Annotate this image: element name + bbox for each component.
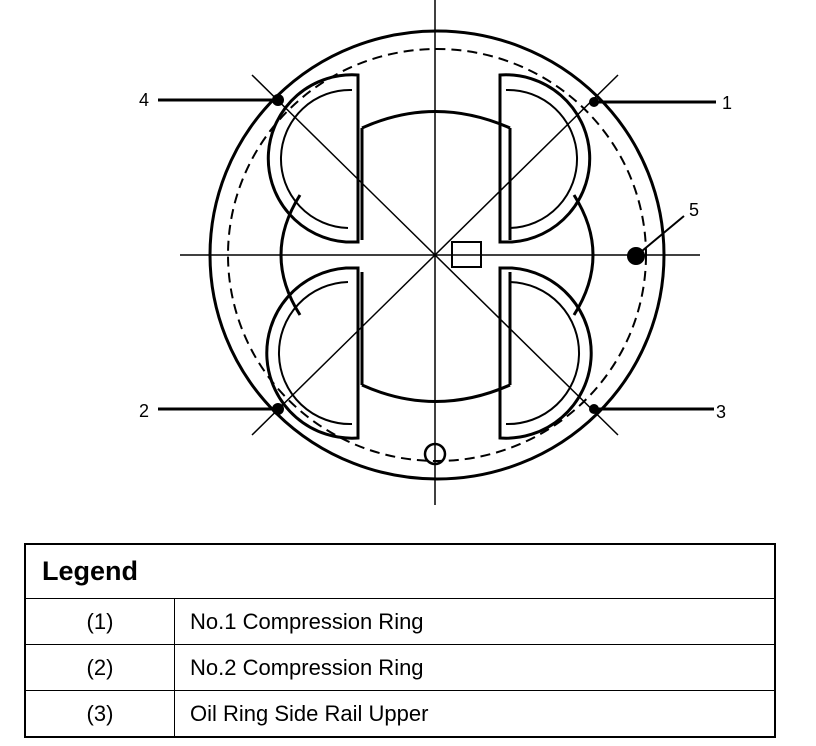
diagonal-line-b xyxy=(251,74,619,436)
legend-row: (1) No.1 Compression Ring xyxy=(24,598,776,645)
gap-marker-3 xyxy=(589,404,599,414)
legend-row-number: (2) xyxy=(24,644,175,691)
leader-line-5 xyxy=(635,215,685,257)
valve-relief-bottom-right xyxy=(498,266,593,440)
crown-left-side-arc xyxy=(279,194,302,316)
crown-bottom-pocket xyxy=(361,383,511,403)
callout-2: 2 xyxy=(139,401,149,421)
crown-right-side-arc xyxy=(572,194,595,316)
callout-4: 4 xyxy=(139,90,149,110)
gap-marker-2 xyxy=(272,403,284,415)
crown-top-pocket xyxy=(361,110,511,130)
callout-5: 5 xyxy=(689,200,699,220)
gap-marker-4 xyxy=(272,94,284,106)
valve-relief-top-left xyxy=(266,73,360,244)
piston-ring-gap-diagram: 1 2 3 4 5 xyxy=(139,0,732,505)
gap-marker-1 xyxy=(589,97,599,107)
legend-table: Legend (1) No.1 Compression Ring (2) No.… xyxy=(24,543,776,738)
legend-row-number: (1) xyxy=(24,598,175,645)
gap-marker-5 xyxy=(627,247,645,265)
bottom-hole xyxy=(423,442,447,466)
legend-row: (3) Oil Ring Side Rail Upper xyxy=(24,690,776,738)
legend-row: (2) No.2 Compression Ring xyxy=(24,644,776,691)
legend-row-description: Oil Ring Side Rail Upper xyxy=(174,690,776,738)
legend-row-description: No.2 Compression Ring xyxy=(174,644,776,691)
front-mark-square xyxy=(451,241,482,268)
legend-row-number: (3) xyxy=(24,690,175,738)
valve-relief-bottom-left xyxy=(265,266,360,440)
callout-3: 3 xyxy=(716,402,726,422)
valve-relief-top-right xyxy=(498,73,592,244)
legend-title: Legend xyxy=(24,543,776,599)
callout-1: 1 xyxy=(722,93,732,113)
legend-row-description: No.1 Compression Ring xyxy=(174,598,776,645)
